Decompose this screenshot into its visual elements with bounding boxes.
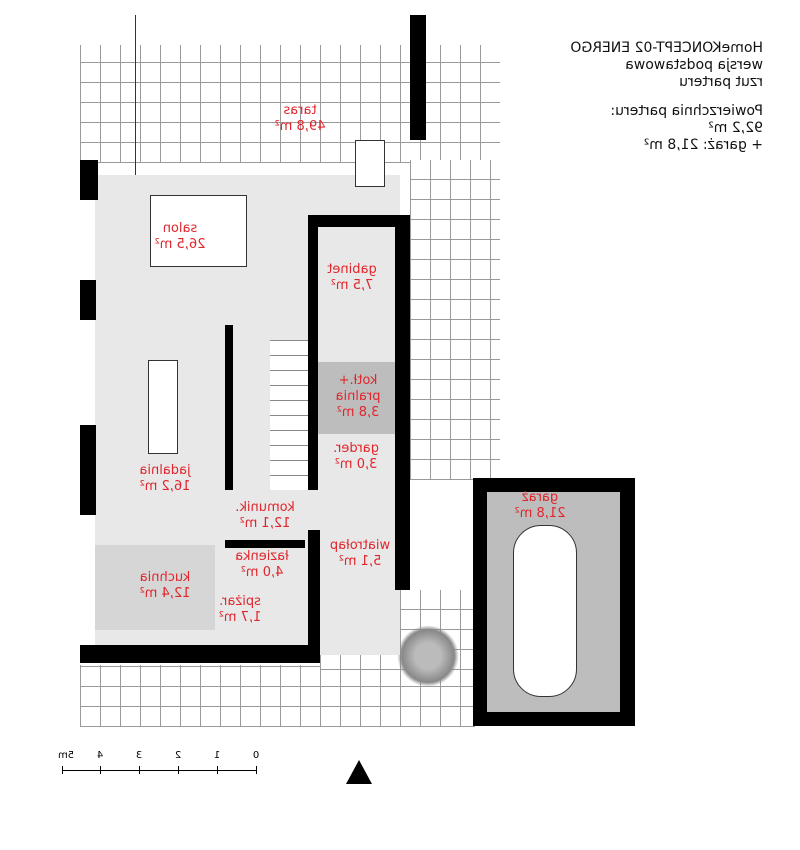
dining-table — [148, 360, 178, 454]
room-label-spizarnia: spiżar.1,7 m² — [218, 594, 262, 625]
version: wersja podstawowa — [625, 57, 763, 73]
north-arrow-icon — [346, 760, 372, 784]
terrace-top — [80, 45, 500, 163]
boiler-room-fill — [318, 362, 398, 434]
wall — [410, 15, 426, 140]
study-fill — [318, 228, 398, 348]
project-name: HomeKONCEPT-02 ENERGO — [570, 40, 763, 56]
scale-tick-label: 4 — [96, 750, 104, 761]
terrace-table — [355, 140, 385, 187]
scale-tick-label: 0 — [252, 750, 260, 761]
wall — [225, 325, 233, 490]
wall — [80, 645, 320, 663]
scale-bar: 0 1 2 3 4 5m — [58, 750, 259, 774]
room-label-garderoba: garder.3,0 m² — [333, 441, 379, 472]
view-name: rzut parteru — [679, 74, 763, 90]
terrace-right — [410, 160, 500, 480]
tree — [397, 625, 459, 687]
kitchen-counter — [95, 545, 215, 630]
stairs — [270, 340, 308, 490]
room-label-komunikacja: komunik.12,1 m² — [235, 500, 295, 531]
wall — [308, 215, 408, 227]
wall — [308, 530, 320, 660]
sofa — [150, 195, 247, 267]
car-icon — [513, 525, 577, 697]
wall — [80, 280, 96, 320]
scale-tick-label: 5m — [57, 750, 75, 761]
scale-tick-label: 3 — [135, 750, 143, 761]
area-value: 92,2 m² — [708, 120, 763, 136]
wall — [80, 425, 96, 515]
pergola-line — [135, 15, 151, 175]
scale-tick-label: 1 — [213, 750, 221, 761]
scale-tick-label: 2 — [174, 750, 182, 761]
wall — [225, 540, 305, 548]
area-label: Powierzchnia parteru: — [610, 103, 763, 119]
plan-title-block: HomeKONCEPT-02 ENERGO wersja podstawowa … — [535, 40, 763, 154]
wall — [395, 215, 410, 590]
wall — [80, 160, 98, 200]
wall — [308, 215, 318, 490]
garage-area: + garaż: 21,8 m² — [643, 137, 763, 153]
